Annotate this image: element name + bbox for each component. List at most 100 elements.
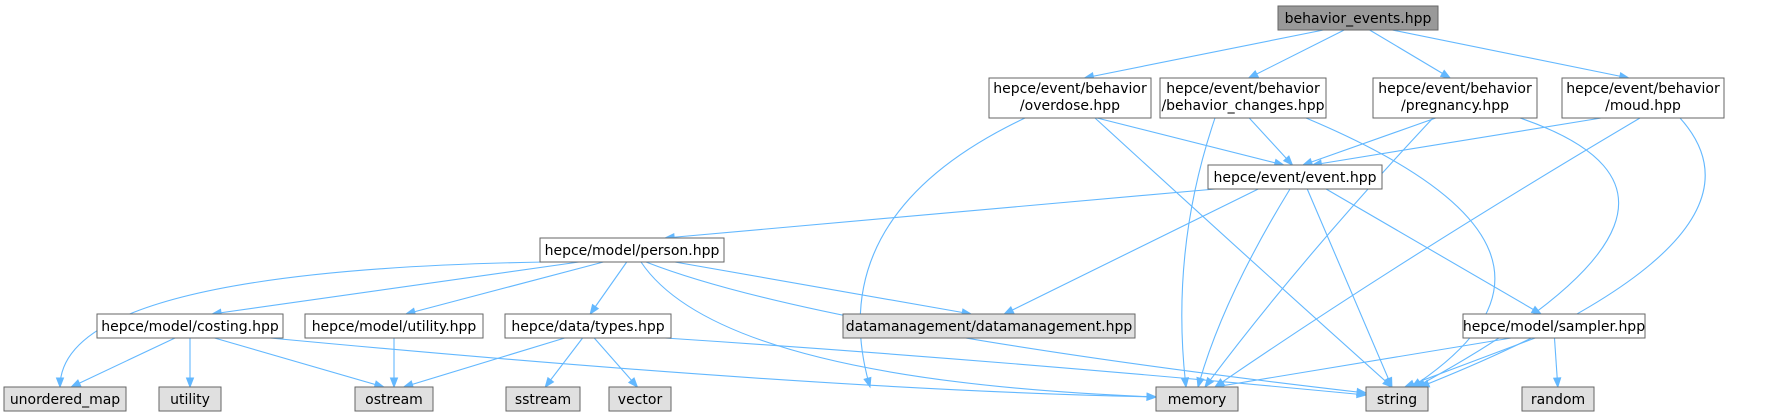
node-label: memory xyxy=(1168,392,1227,408)
edge-path xyxy=(1404,337,1536,388)
edge-path xyxy=(1214,337,1512,388)
edge-path xyxy=(1306,188,1393,388)
edge-path xyxy=(1004,188,1259,315)
edge-event-to-datamanagement xyxy=(1003,188,1259,315)
edge-costing-to-utility xyxy=(185,338,195,389)
node-label: unordered_map xyxy=(10,392,120,408)
node-overdose[interactable]: hepce/event/behavior/overdose.hpp xyxy=(988,77,1152,119)
node-box xyxy=(1561,77,1725,119)
edge-path xyxy=(1248,29,1345,79)
edge-arrowhead xyxy=(1282,155,1294,167)
node-box xyxy=(1155,386,1239,412)
node-label: hepce/model/sampler.hpp xyxy=(1463,319,1645,335)
node-sampler[interactable]: hepce/model/sampler.hpp xyxy=(1462,313,1646,339)
edge-path xyxy=(589,261,628,315)
edge-arrowhead xyxy=(1530,305,1543,315)
node-label: hepce/data/types.hpp xyxy=(511,319,664,335)
edge-sampler-to-random xyxy=(1552,337,1562,389)
edge-arrowhead xyxy=(1384,376,1393,389)
node-person[interactable]: hepce/model/person.hpp xyxy=(539,237,725,263)
node-utility: utility xyxy=(158,386,222,412)
node-box xyxy=(608,386,672,412)
node-label: hepce/event/event.hpp xyxy=(1214,170,1377,186)
node-label: behavior_events.hpp xyxy=(1285,11,1432,27)
node-vector: vector xyxy=(608,386,672,412)
edge-arrowhead xyxy=(544,376,555,389)
node-box xyxy=(988,77,1152,119)
edges-layer xyxy=(55,29,1706,402)
edge-path xyxy=(1248,117,1293,166)
edge-path xyxy=(269,337,1157,398)
node-box xyxy=(504,313,672,339)
edge-path xyxy=(405,261,604,315)
edge-moud-to-memory xyxy=(1213,117,1641,388)
edge-path xyxy=(59,261,546,388)
node-box xyxy=(842,313,1136,339)
edge-arrowhead xyxy=(1247,69,1260,79)
edge-path xyxy=(214,337,384,388)
edge-arrowhead xyxy=(1301,157,1314,166)
edge-behavior_changes-to-memory xyxy=(1180,117,1216,389)
node-pregnancy[interactable]: hepce/event/behavior/pregnancy.hpp xyxy=(1372,77,1538,119)
edge-arrowhead xyxy=(863,376,872,389)
node-types[interactable]: hepce/data/types.hpp xyxy=(504,313,672,339)
edge-event-to-sampler xyxy=(1325,188,1543,315)
edge-event-to-person xyxy=(663,188,1216,242)
node-label: datamanagement/datamanagement.hpp xyxy=(846,319,1133,335)
edge-path xyxy=(1084,29,1324,79)
edge-arrowhead xyxy=(627,377,639,389)
node-label: utility xyxy=(170,392,210,408)
node-costing[interactable]: hepce/model/costing.hpp xyxy=(96,313,284,339)
node-utility-hpp[interactable]: hepce/model/utility.hpp xyxy=(304,313,484,339)
edge-arrowhead xyxy=(389,377,399,389)
edge-pregnancy-to-string xyxy=(1414,117,1619,388)
node-label: hepce/model/person.hpp xyxy=(545,243,720,259)
edge-path xyxy=(1302,117,1436,166)
node-label: hepce/event/behavior xyxy=(1166,81,1320,97)
node-label: hepce/event/behavior xyxy=(1378,81,1532,97)
node-memory: memory xyxy=(1155,386,1239,412)
edge-path xyxy=(212,261,580,315)
node-label: ostream xyxy=(365,392,423,408)
edge-costing-to-ostream xyxy=(214,337,386,389)
edge-overdose-to-string xyxy=(1094,117,1394,388)
node-box xyxy=(1521,386,1595,412)
node-sstream: sstream xyxy=(505,386,581,412)
edge-overdose-to-memory xyxy=(859,117,1026,389)
node-label: hepce/event/behavior xyxy=(993,81,1147,97)
edge-arrowhead xyxy=(1146,392,1158,402)
node-moud[interactable]: hepce/event/behavior/moud.hpp xyxy=(1561,77,1725,119)
node-behavior-changes[interactable]: hepce/event/behavior/behavior_changes.hp… xyxy=(1159,77,1327,119)
node-label: /overdose.hpp xyxy=(1020,98,1120,114)
edge-behavior_events-to-moud xyxy=(1392,29,1631,81)
node-box xyxy=(1207,164,1383,190)
edge-arrowhead xyxy=(1204,376,1215,389)
node-box xyxy=(3,386,127,412)
node-random: random xyxy=(1521,386,1595,412)
node-box xyxy=(539,237,725,263)
edge-arrowhead xyxy=(589,303,600,316)
node-box xyxy=(1159,77,1327,119)
edge-path xyxy=(640,261,1157,398)
edge-path xyxy=(1096,117,1284,166)
node-event[interactable]: hepce/event/event.hpp xyxy=(1207,164,1383,190)
node-label: /behavior_changes.hpp xyxy=(1161,98,1324,114)
edge-path xyxy=(859,117,1026,388)
edge-costing-to-unordered_map xyxy=(70,337,176,388)
edge-pregnancy-to-event xyxy=(1301,117,1436,166)
edge-event-to-string xyxy=(1306,188,1393,389)
edge-path xyxy=(1312,117,1602,166)
edge-person-to-types xyxy=(589,261,628,316)
nodes-layer: behavior_events.hpphepce/event/behavior/… xyxy=(3,5,1725,412)
node-label: /pregnancy.hpp xyxy=(1401,98,1509,114)
node-behavior-events[interactable]: behavior_events.hpp xyxy=(1277,5,1439,31)
edge-path xyxy=(1415,117,1619,388)
edge-path xyxy=(1392,29,1629,79)
node-box xyxy=(1277,5,1439,31)
node-box xyxy=(96,313,284,339)
edge-types-to-string xyxy=(664,337,1368,399)
edge-path xyxy=(1214,117,1641,388)
node-datamanagement: datamanagement/datamanagement.hpp xyxy=(842,313,1136,339)
edge-pregnancy-to-memory xyxy=(1204,117,1434,389)
edge-path xyxy=(593,337,638,388)
